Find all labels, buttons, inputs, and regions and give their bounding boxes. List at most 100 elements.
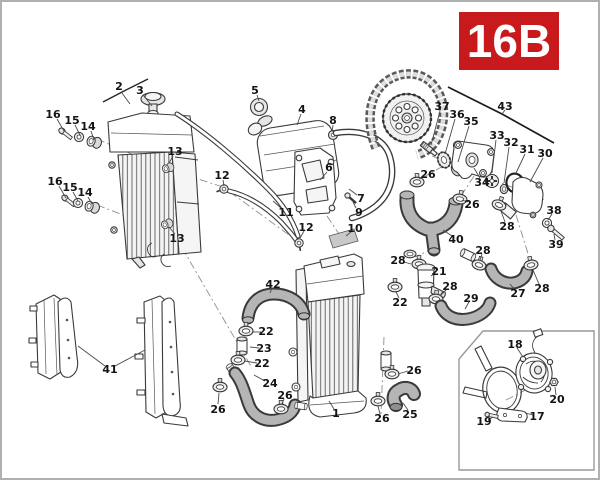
- leader-line-25: [402, 402, 409, 411]
- badge-background: [459, 12, 559, 70]
- callout-24: 24: [262, 377, 278, 390]
- pump-gear-36: [436, 151, 452, 169]
- callout-22: 22: [392, 296, 407, 309]
- pump-body-34: [451, 140, 495, 180]
- leader-line-26: [397, 370, 409, 375]
- callout-41: 41: [102, 363, 117, 376]
- callout-22: 22: [254, 357, 269, 370]
- callout-3: 3: [136, 84, 144, 97]
- callout-37: 37: [434, 100, 449, 113]
- callout-31: 31: [519, 143, 534, 156]
- right-radiator: [288, 253, 392, 418]
- leader-line-22: [244, 360, 258, 364]
- elbow-hose-25: [386, 380, 421, 412]
- callout-28: 28: [475, 244, 490, 257]
- leader-line-15: [74, 124, 81, 136]
- leader-line-26: [217, 392, 220, 405]
- callout-7: 7: [357, 192, 365, 205]
- callout-23: 23: [256, 342, 271, 355]
- callout-9: 9: [355, 206, 363, 219]
- leader-line-26: [281, 398, 285, 405]
- leader-line-17: [524, 412, 534, 416]
- nut-20: [549, 377, 559, 387]
- leader-line-21: [430, 272, 436, 277]
- leader-line-26: [418, 176, 425, 180]
- hose-29: [434, 296, 497, 326]
- screw-16: [57, 126, 74, 142]
- hose-clamp-26: [212, 377, 228, 393]
- callout-28: 28: [442, 280, 457, 293]
- callout-30: 30: [537, 147, 553, 160]
- leader-line-12: [222, 179, 225, 187]
- inset-border: [458, 330, 595, 471]
- bushing-14: [85, 134, 104, 150]
- screw-9: [344, 192, 357, 204]
- hose-24: [228, 366, 302, 427]
- callout-39: 39: [548, 238, 563, 251]
- leader-line-9: [352, 201, 357, 209]
- callout-26: 26: [420, 168, 436, 181]
- leader-line-22: [395, 291, 400, 299]
- leader-line-10: [345, 230, 353, 237]
- callout-36: 36: [449, 108, 465, 121]
- radiator-inlet-stub: [293, 401, 309, 411]
- callout-33: 33: [489, 129, 504, 142]
- callout-26: 26: [374, 412, 390, 425]
- pump-cover-30: [498, 176, 544, 220]
- leader-line-20: [554, 386, 557, 396]
- callout-12: 12: [298, 221, 313, 234]
- leader-line-33: [491, 139, 497, 174]
- vent-hose-7: [332, 128, 396, 222]
- chain-sprocket: [365, 69, 449, 160]
- page-code-badge: 16B: [459, 12, 559, 70]
- hose-clamp-26: [370, 391, 386, 407]
- callout-26: 26: [464, 198, 480, 211]
- callout-32: 32: [503, 136, 518, 149]
- leader-line-7: [348, 188, 358, 196]
- callout-15: 15: [64, 114, 79, 127]
- radiator-guards: [28, 294, 189, 427]
- radiator-outlet-stub: [380, 350, 392, 372]
- leader-line-37: [430, 110, 441, 146]
- leader-line-15: [72, 191, 79, 202]
- leader-line-29: [464, 301, 470, 310]
- callout-18: 18: [507, 338, 522, 351]
- callout-4: 4: [298, 103, 306, 116]
- callout-14: 14: [77, 186, 93, 199]
- hose-clamp-22: [238, 321, 254, 337]
- leader-line-16: [56, 118, 65, 132]
- radiator-outlet: [131, 256, 146, 269]
- leader-line-5: [256, 94, 260, 102]
- hose-fitting-12: [293, 237, 306, 253]
- leader-line-14: [90, 130, 95, 141]
- callout-43: 43: [497, 100, 512, 113]
- tank-cap-icon: [249, 97, 273, 127]
- callout-29: 29: [463, 292, 478, 305]
- leader-line-26: [377, 405, 381, 415]
- callout-22: 22: [258, 325, 273, 338]
- callout-12: 12: [214, 169, 229, 182]
- leader-line-40: [442, 229, 453, 237]
- radiator-cap-icon: [140, 91, 166, 117]
- callout-14: 14: [80, 120, 96, 133]
- leader-line-38: [547, 213, 553, 221]
- leader-line-39: [553, 233, 556, 241]
- callout-1: 1: [332, 407, 340, 420]
- callout-13: 13: [167, 145, 182, 158]
- leader-line-43: [501, 109, 506, 115]
- callout-26: 26: [277, 389, 293, 402]
- fan-bracket-17: [462, 345, 528, 423]
- hose-clamp-22: [387, 277, 403, 293]
- callout-28: 28: [534, 282, 549, 295]
- callout-17: 17: [529, 410, 544, 423]
- callout-25: 25: [402, 408, 417, 421]
- callout-11: 11: [278, 206, 293, 219]
- callout-8: 8: [329, 114, 337, 127]
- leader-line-3: [142, 94, 153, 107]
- callout-20: 20: [549, 393, 565, 406]
- hose-clamp-28: [522, 254, 540, 272]
- leader-line-32: [503, 146, 510, 184]
- bolt-39: [547, 224, 565, 241]
